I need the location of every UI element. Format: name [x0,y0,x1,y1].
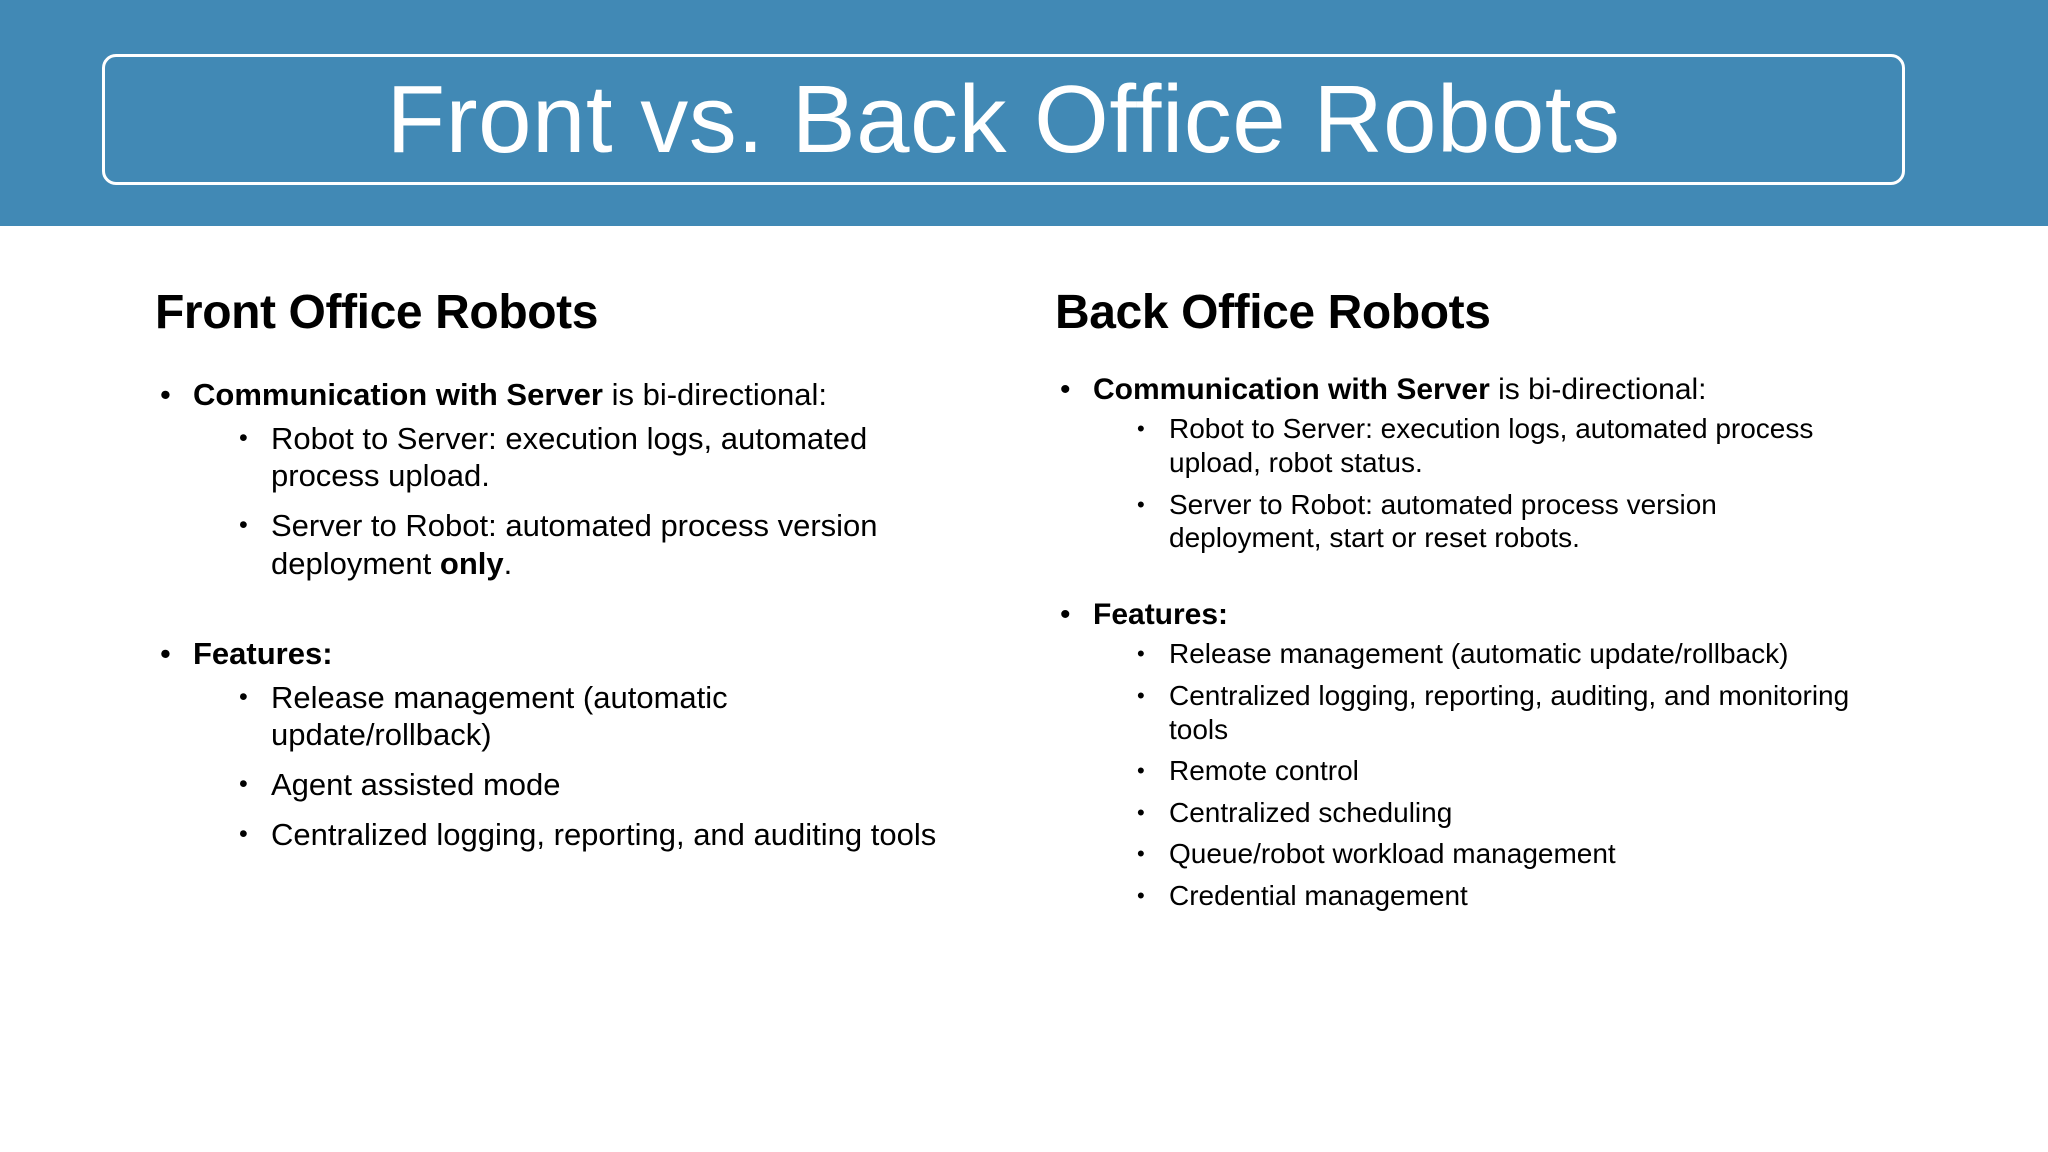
bullet-list-level2: Release management (automatic update/rol… [235,679,945,854]
list-item: Credential management [1133,879,1870,913]
list-item-label: Release management (automatic update/rol… [271,679,728,753]
bullet-group-communication: Communication with Server is bi-directio… [1055,372,1870,555]
list-item-label: is bi-directional: [602,376,827,412]
bullet-list-level2: Robot to Server: execution logs, automat… [1133,412,1870,554]
title-banner: Front vs. Back Office Robots [0,0,2048,226]
bullet-dot-icon [239,420,248,458]
title-frame: Front vs. Back Office Robots [102,54,1905,185]
list-item-label: Centralized logging, reporting, auditing… [1169,679,1850,745]
list-item: Remote control [1133,754,1870,788]
bullet-dot-icon [239,766,248,804]
bullet-dot-icon [1137,837,1145,871]
list-item: Server to Robot: automated process versi… [235,507,945,583]
slide-body: Front Office Robots Communication with S… [0,226,2048,1152]
column-front-office: Front Office Robots Communication with S… [155,226,945,866]
bullet-groups-front-office: Communication with Server is bi-directio… [155,376,945,854]
bullet-group-features: Features: Release management (automatic … [155,635,945,854]
list-item: Release management (automatic update/rol… [1133,637,1870,671]
bullet-dot-icon [1137,796,1145,830]
bullet-group-features: Features: Release management (automatic … [1055,597,1870,913]
bullet-dot-icon [1137,879,1145,913]
bullet-list-level1: Features: Release management (automatic … [1055,597,1870,913]
column-heading-back-office: Back Office Robots [1055,286,1491,339]
list-item-label-bold: Features: [1093,597,1229,631]
list-item: Agent assisted mode [235,766,945,804]
list-item: Communication with Server is bi-directio… [155,376,945,583]
list-item: Centralized scheduling [1133,796,1870,830]
list-item: Features: Release management (automatic … [1055,597,1870,913]
list-item-label: Queue/robot workload management [1169,838,1616,870]
list-item-label: Robot to Server: execution logs, automat… [271,420,868,494]
bullet-dot-icon [1137,679,1145,713]
list-item-label: Remote control [1169,755,1359,787]
bullet-list-level2: Robot to Server: execution logs, automat… [235,420,945,583]
column-heading-front-office: Front Office Robots [155,286,599,339]
list-item-label: Credential management [1169,879,1468,911]
bullet-list-level2: Release management (automatic update/rol… [1133,637,1870,912]
bullet-dot-icon [1137,412,1145,446]
bullet-group-communication: Communication with Server is bi-directio… [155,376,945,583]
list-item: Features: Release management (automatic … [155,635,945,854]
bullet-list-level1: Features: Release management (automatic … [155,635,945,854]
bullet-dot-icon [1060,372,1071,409]
list-item: Communication with Server is bi-directio… [1055,372,1870,555]
bullet-dot-icon [1137,637,1145,671]
list-item-label-bold: Features: [193,635,333,671]
list-item-label: Agent assisted mode [271,767,561,803]
list-item-label: Robot to Server: execution logs, automat… [1169,413,1814,478]
bullet-dot-icon [239,507,248,545]
list-item-label: Centralized scheduling [1169,796,1453,828]
list-item-label-post: . [503,546,513,581]
list-item: Release management (automatic update/rol… [235,679,945,755]
list-item: Queue/robot workload management [1133,837,1870,871]
bullet-dot-icon [160,376,171,414]
list-item-label: Release management (automatic update/rol… [1169,638,1789,670]
bullet-dot-icon [239,816,248,854]
list-item-label: is bi-directional: [1489,372,1707,406]
bullet-groups-back-office: Communication with Server is bi-directio… [1055,372,1870,913]
bullet-dot-icon [160,635,171,673]
list-item: Centralized logging, reporting, and audi… [235,816,945,854]
list-item-label-bold: Communication with Server [193,376,603,412]
list-item-label-emphasis: only [439,546,504,581]
bullet-dot-icon [1137,488,1145,522]
bullet-dot-icon [1137,754,1145,788]
bullet-dot-icon [1060,597,1071,634]
list-item-label-bold: Communication with Server [1093,372,1490,406]
list-item: Server to Robot: automated process versi… [1133,488,1870,555]
page-title: Front vs. Back Office Robots [386,65,1621,173]
list-item: Robot to Server: execution logs, automat… [1133,412,1870,479]
list-item-label: Centralized logging, reporting, and audi… [271,817,937,853]
list-item: Robot to Server: execution logs, automat… [235,420,945,496]
list-item: Centralized logging, reporting, auditing… [1133,679,1870,746]
bullet-list-level1: Communication with Server is bi-directio… [1055,372,1870,555]
list-item-label-pre: Server to Robot: automated process versi… [271,508,878,581]
list-item-label: Server to Robot: automated process versi… [1169,488,1717,554]
bullet-dot-icon [239,679,248,717]
bullet-list-level1: Communication with Server is bi-directio… [155,376,945,583]
column-back-office: Back Office Robots Communication with Se… [1055,226,1870,920]
